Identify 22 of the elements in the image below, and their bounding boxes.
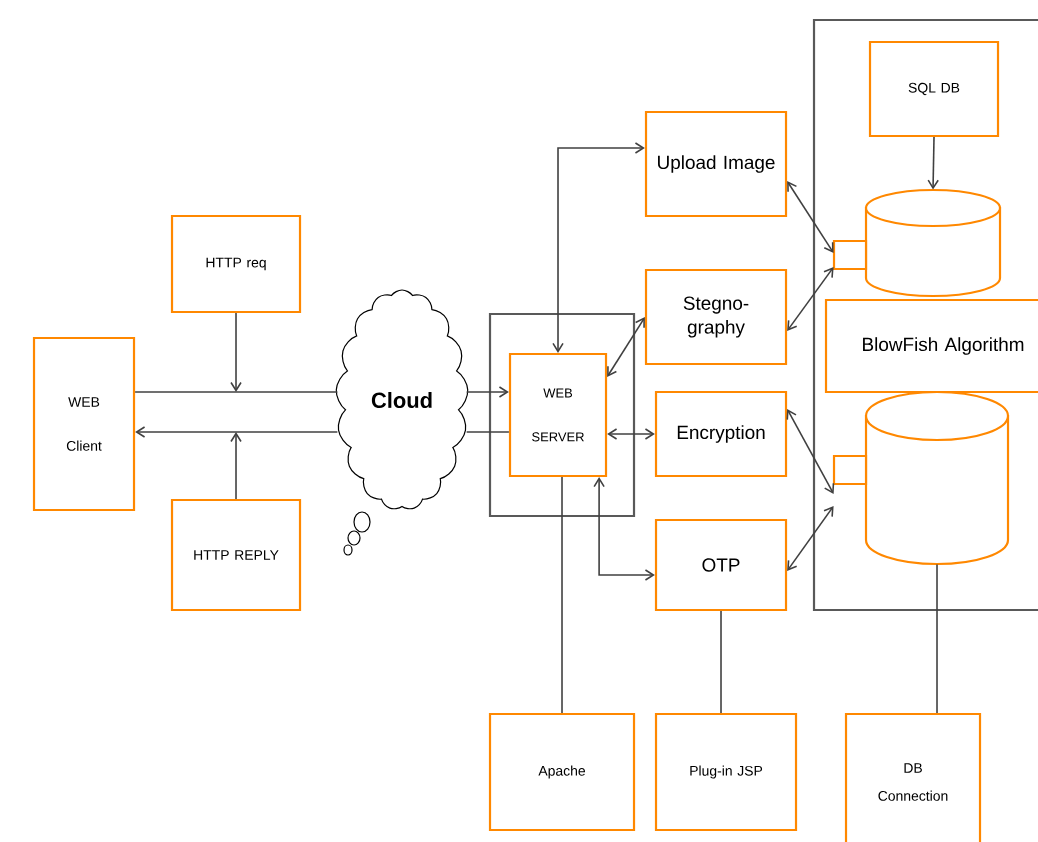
process-box: Upload Image: [644, 110, 788, 218]
arrow: [135, 426, 339, 438]
arrow: [787, 267, 834, 331]
arrow: [230, 312, 242, 392]
arrow: [230, 432, 242, 500]
container-box: [488, 312, 636, 518]
container-box: [812, 18, 1038, 612]
database-cylinder: [832, 188, 1002, 298]
arrow: [786, 408, 835, 494]
arrow: [607, 428, 655, 440]
arrow: [927, 136, 939, 190]
arrow: [465, 386, 509, 398]
process-box: Encryption: [654, 390, 788, 478]
process-box: BlowFish Algorithm: [824, 298, 1038, 394]
arrow: [607, 317, 645, 377]
process-box: OTP: [654, 518, 788, 612]
arrow: [787, 506, 834, 571]
arrow: [552, 142, 645, 353]
database-cylinder: [832, 390, 1010, 566]
process-box: Stegno- graphy: [644, 268, 788, 366]
arrow: [593, 477, 655, 581]
arrow: [787, 181, 834, 253]
